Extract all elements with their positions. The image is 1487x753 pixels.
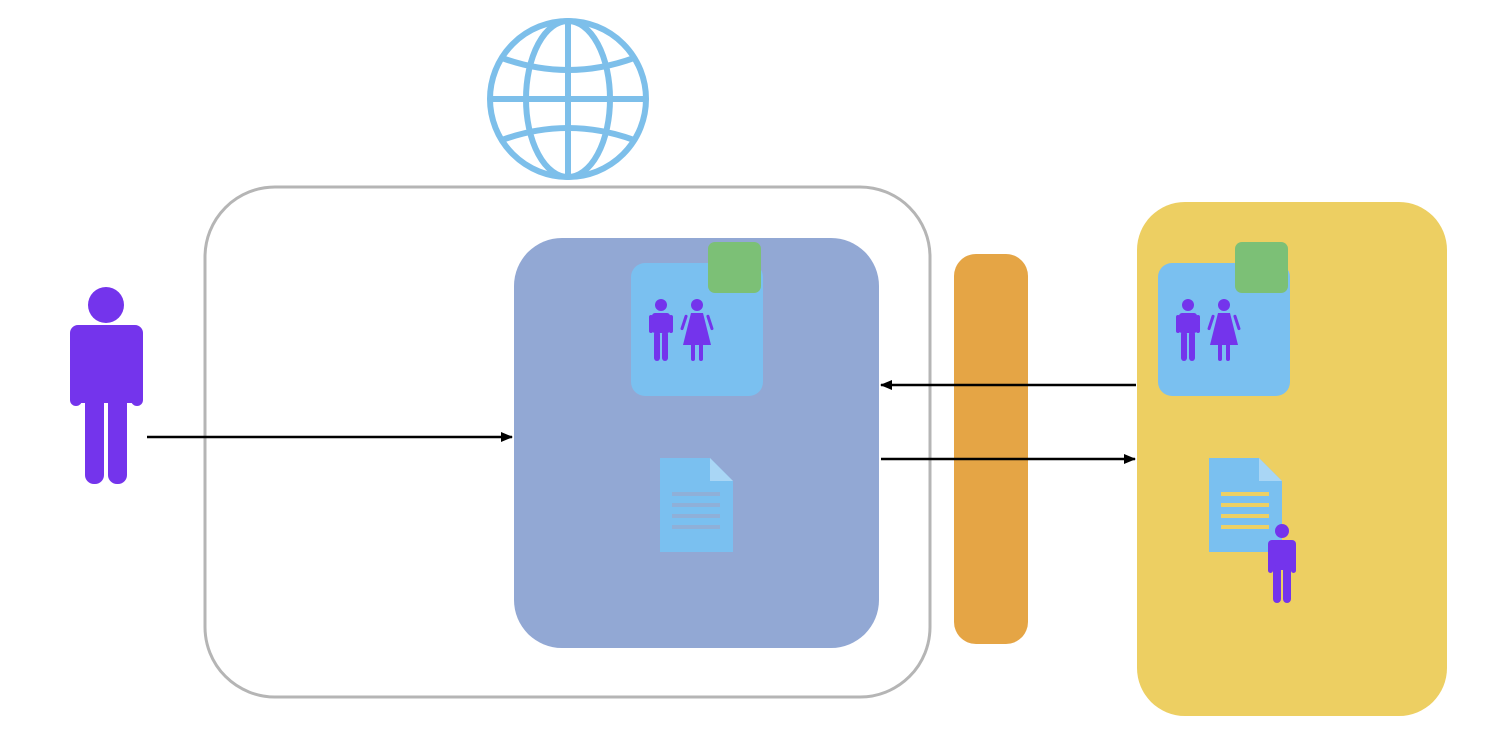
user-icon (70, 287, 143, 484)
globe-icon (487, 18, 649, 180)
badge-square (1235, 242, 1288, 293)
hosted-environment-container (203, 185, 932, 699)
application-panel (514, 238, 879, 648)
document-icon (660, 458, 733, 552)
remote-users-card (1158, 242, 1290, 396)
remote-document-icon (1209, 458, 1282, 552)
remote-user-icon (1268, 524, 1296, 603)
users-card (631, 242, 763, 396)
firewall-bar (954, 254, 1028, 644)
badge-square (708, 242, 761, 293)
